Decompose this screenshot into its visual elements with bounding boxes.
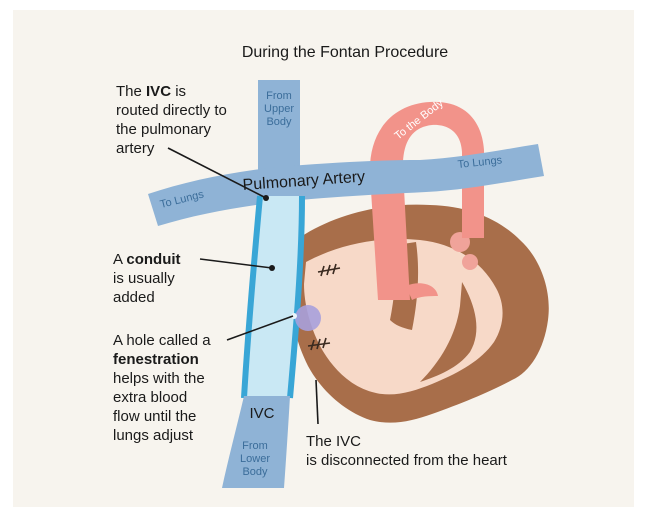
annotation-ivc-disconnected: The IVC is disconnected from the heart xyxy=(306,433,508,469)
ivc-routed-line1-post: is xyxy=(171,83,186,100)
from-lower-body-label-2: Lower xyxy=(240,453,270,465)
from-upper-body-label-1: From xyxy=(266,90,292,102)
pointer-ivc-routed-dot xyxy=(263,195,269,201)
svg-text:A conduit: A conduit xyxy=(113,251,181,268)
pointer-ivc-disconnected xyxy=(316,380,318,424)
fenestration xyxy=(295,305,321,331)
ivc-routed-line3: the pulmonary xyxy=(116,121,212,138)
fenestration-line3: helps with the xyxy=(113,370,205,387)
from-upper-body-label-2: Upper xyxy=(264,103,294,115)
conduit-line3: added xyxy=(113,289,155,306)
annotation-fenestration: A hole called a fenestration helps with … xyxy=(113,332,211,444)
ivc-label: IVC xyxy=(249,405,274,422)
from-lower-body-label-3: Body xyxy=(242,466,268,478)
ivc-routed-line4: artery xyxy=(116,140,155,157)
fenestration-line2: fenestration xyxy=(113,351,199,368)
heart-vessel-dot-2 xyxy=(462,254,478,270)
ivc-routed-line1-pre: The xyxy=(116,83,146,100)
fenestration-line1: A hole called a xyxy=(113,332,211,349)
pulmonary-artery: To Lungs Pulmonary Artery To Lungs xyxy=(148,144,544,226)
annotation-conduit: A conduit is usually added xyxy=(113,251,181,306)
conduit-line1-bold: conduit xyxy=(126,251,180,268)
conduit-line2: is usually xyxy=(113,270,175,287)
from-upper-body-label-3: Body xyxy=(266,116,292,128)
heart xyxy=(290,205,549,423)
fenestration-line4: extra blood xyxy=(113,389,187,406)
svg-text:The IVC is: The IVC is xyxy=(116,83,186,100)
fenestration-line6: lungs adjust xyxy=(113,427,194,444)
ivc-disconnected-line2: is disconnected from the heart xyxy=(306,452,508,469)
from-lower-body-label-1: From xyxy=(242,440,268,452)
conduit-line1-pre: A xyxy=(113,251,126,268)
ivc-routed-line2: routed directly to xyxy=(116,102,227,119)
fenestration-line5: flow until the xyxy=(113,408,196,425)
pointer-conduit-dot xyxy=(269,265,275,271)
ivc-routed-line1-bold: IVC xyxy=(146,83,171,100)
ivc-disconnected-line1: The IVC xyxy=(306,433,361,450)
diagram-title: During the Fontan Procedure xyxy=(242,44,448,61)
annotation-ivc-routed: The IVC is routed directly to the pulmon… xyxy=(116,83,227,157)
